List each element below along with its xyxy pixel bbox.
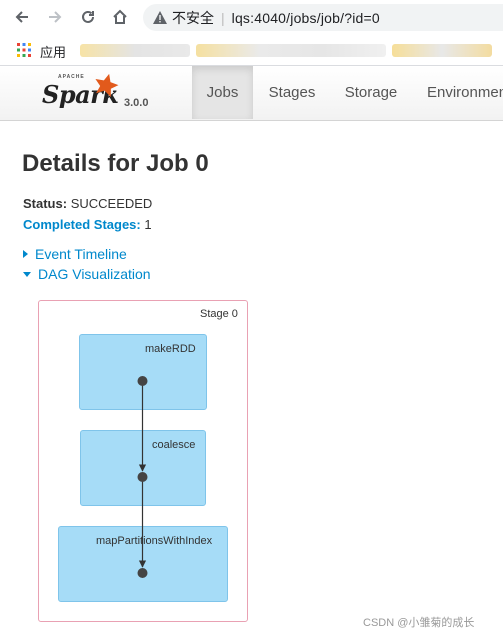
tab-stages[interactable]: Stages bbox=[258, 66, 326, 119]
rdd-label-mappartitionswithindex: mapPartitionsWithIndex bbox=[96, 535, 213, 547]
bookmark-blurred[interactable] bbox=[196, 44, 386, 57]
bookmarks-bar: 应用 bbox=[0, 35, 503, 66]
rdd-label-coalesce: coalesce bbox=[152, 439, 196, 451]
dag-visualization-label: DAG Visualization bbox=[38, 266, 151, 282]
home-icon[interactable] bbox=[110, 7, 130, 27]
tab-stages-label: Stages bbox=[268, 84, 316, 101]
bookmark-blurred[interactable] bbox=[80, 44, 190, 57]
apps-grid-icon[interactable] bbox=[17, 43, 31, 57]
event-timeline-toggle[interactable]: Event Timeline bbox=[23, 246, 127, 262]
address-bar[interactable]: 不安全 | lqs:4040/jobs/job/?id=0 bbox=[143, 4, 503, 31]
url-separator: | bbox=[221, 9, 225, 26]
apps-label[interactable]: 应用 bbox=[40, 45, 67, 60]
spark-navbar: APACHE Spark 3.0.0 Jobs Stages Storage E… bbox=[0, 66, 503, 121]
stage-label: Stage 0 bbox=[200, 308, 238, 320]
back-arrow-icon[interactable] bbox=[12, 7, 32, 27]
tab-environment[interactable]: Environmen bbox=[420, 66, 503, 119]
browser-toolbar: 不安全 | lqs:4040/jobs/job/?id=0 bbox=[0, 0, 503, 35]
brand-apache: APACHE bbox=[58, 74, 85, 80]
event-timeline-label: Event Timeline bbox=[35, 246, 127, 262]
insecure-label: 不安全 bbox=[172, 9, 214, 26]
dag-visualization-toggle[interactable]: DAG Visualization bbox=[23, 266, 151, 282]
tab-storage[interactable]: Storage bbox=[336, 66, 406, 119]
watermark: CSDN @小雏菊的成长 bbox=[363, 617, 475, 629]
bookmark-blurred[interactable] bbox=[392, 44, 492, 57]
spark-logo[interactable]: APACHE Spark 3.0.0 bbox=[40, 70, 160, 116]
warning-icon bbox=[153, 11, 167, 24]
status-value: SUCCEEDED bbox=[70, 196, 153, 211]
collapse-arrow-icon bbox=[23, 271, 31, 277]
tab-environment-label: Environmen bbox=[427, 84, 503, 101]
page-title: Details for Job 0 bbox=[22, 150, 209, 177]
job-status: Status: SUCCEEDED bbox=[23, 196, 152, 211]
completed-stages-count: 1 bbox=[144, 217, 152, 232]
completed-stages: Completed Stages: 1 bbox=[23, 217, 152, 232]
tab-storage-label: Storage bbox=[344, 84, 398, 101]
tab-jobs-label: Jobs bbox=[206, 84, 239, 101]
reload-icon[interactable] bbox=[78, 7, 98, 27]
forward-arrow-icon[interactable] bbox=[45, 7, 65, 27]
completed-stages-link[interactable]: Completed Stages: bbox=[23, 217, 141, 232]
spark-version: 3.0.0 bbox=[124, 97, 149, 109]
expand-arrow-icon bbox=[23, 250, 28, 258]
tab-jobs[interactable]: Jobs bbox=[192, 66, 253, 119]
rdd-label-makerdd: makeRDD bbox=[145, 343, 196, 355]
spark-star-icon bbox=[95, 73, 119, 98]
status-label: Status: bbox=[23, 196, 68, 211]
url-text: lqs:4040/jobs/job/?id=0 bbox=[231, 9, 380, 26]
